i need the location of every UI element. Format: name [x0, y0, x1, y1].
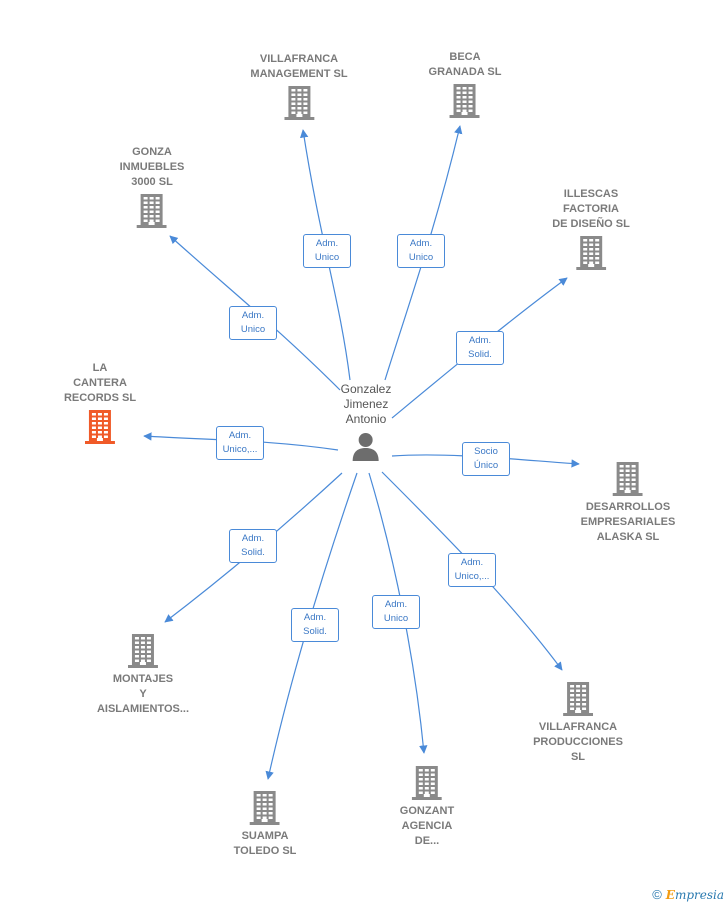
- person-node[interactable]: Gonzalez Jimenez Antonio: [340, 382, 392, 461]
- company-name: GONZA INMUEBLES 3000 SL: [119, 146, 185, 188]
- footer-brand[interactable]: © Empresia: [652, 887, 724, 902]
- role-label-desarrollos-alaska[interactable]: Socio Único: [462, 442, 510, 476]
- building-icon: [250, 86, 347, 120]
- company-name: GONZANT AGENCIA DE...: [399, 805, 455, 847]
- building-icon: [429, 84, 502, 118]
- company-node-la-cantera[interactable]: LA CANTERA RECORDS SL: [64, 361, 136, 448]
- company-node-gonzant[interactable]: GONZANT AGENCIA DE...: [400, 762, 454, 849]
- building-icon: [400, 766, 454, 800]
- company-node-illescas-factoria[interactable]: ILLESCAS FACTORIA DE DISEÑO SL: [552, 187, 630, 274]
- company-node-montajes[interactable]: MONTAJES Y AISLAMIENTOS...: [97, 630, 189, 717]
- role-label-illescas-factoria[interactable]: Adm. Solid.: [456, 331, 504, 365]
- role-label-villafranca-management[interactable]: Adm. Unico: [303, 234, 351, 268]
- building-icon: [97, 634, 189, 668]
- role-label-gonzant[interactable]: Adm. Unico: [372, 595, 420, 629]
- company-name: VILLAFRANCA PRODUCCIONES SL: [533, 721, 623, 763]
- role-label-la-cantera[interactable]: Adm. Unico,...: [216, 426, 264, 460]
- company-node-villafranca-producciones[interactable]: VILLAFRANCA PRODUCCIONES SL: [533, 678, 623, 765]
- company-name: BECA GRANADA SL: [428, 51, 502, 78]
- brand-logo-text: mpresia: [674, 887, 724, 902]
- company-name: MONTAJES Y AISLAMIENTOS...: [96, 673, 190, 715]
- building-icon: [533, 682, 623, 716]
- role-label-villafranca-producciones[interactable]: Adm. Unico,...: [448, 553, 496, 587]
- building-icon: [581, 462, 676, 496]
- company-name: VILLAFRANCA MANAGEMENT SL: [250, 53, 348, 80]
- company-name: DESARROLLOS EMPRESARIALES ALASKA SL: [580, 501, 676, 543]
- building-icon: [552, 236, 630, 270]
- building-icon: [234, 791, 297, 825]
- building-icon: [120, 194, 185, 228]
- building-icon: [64, 410, 136, 444]
- company-node-villafranca-management[interactable]: VILLAFRANCA MANAGEMENT SL: [250, 52, 348, 124]
- company-name: SUAMPA TOLEDO SL: [233, 830, 297, 857]
- company-node-suampa[interactable]: SUAMPA TOLEDO SL: [233, 787, 297, 859]
- role-label-suampa[interactable]: Adm. Solid.: [291, 608, 339, 642]
- person-icon: [352, 433, 379, 461]
- role-label-montajes[interactable]: Adm. Solid.: [229, 529, 277, 563]
- company-node-gonza-inmuebles[interactable]: GONZA INMUEBLES 3000 SL: [119, 145, 185, 232]
- company-name: LA CANTERA RECORDS SL: [63, 362, 137, 404]
- copyright-icon: ©: [652, 887, 662, 902]
- role-label-gonza-inmuebles[interactable]: Adm. Unico: [229, 306, 277, 340]
- brand-logo-letter: E: [665, 887, 675, 902]
- company-node-beca-granada[interactable]: BECA GRANADA SL: [428, 50, 502, 122]
- person-name: Gonzalez Jimenez Antonio: [340, 382, 392, 426]
- company-node-desarrollos-alaska[interactable]: DESARROLLOS EMPRESARIALES ALASKA SL: [580, 458, 676, 545]
- role-label-beca-granada[interactable]: Adm. Unico: [397, 234, 445, 268]
- company-name: ILLESCAS FACTORIA DE DISEÑO SL: [552, 188, 630, 230]
